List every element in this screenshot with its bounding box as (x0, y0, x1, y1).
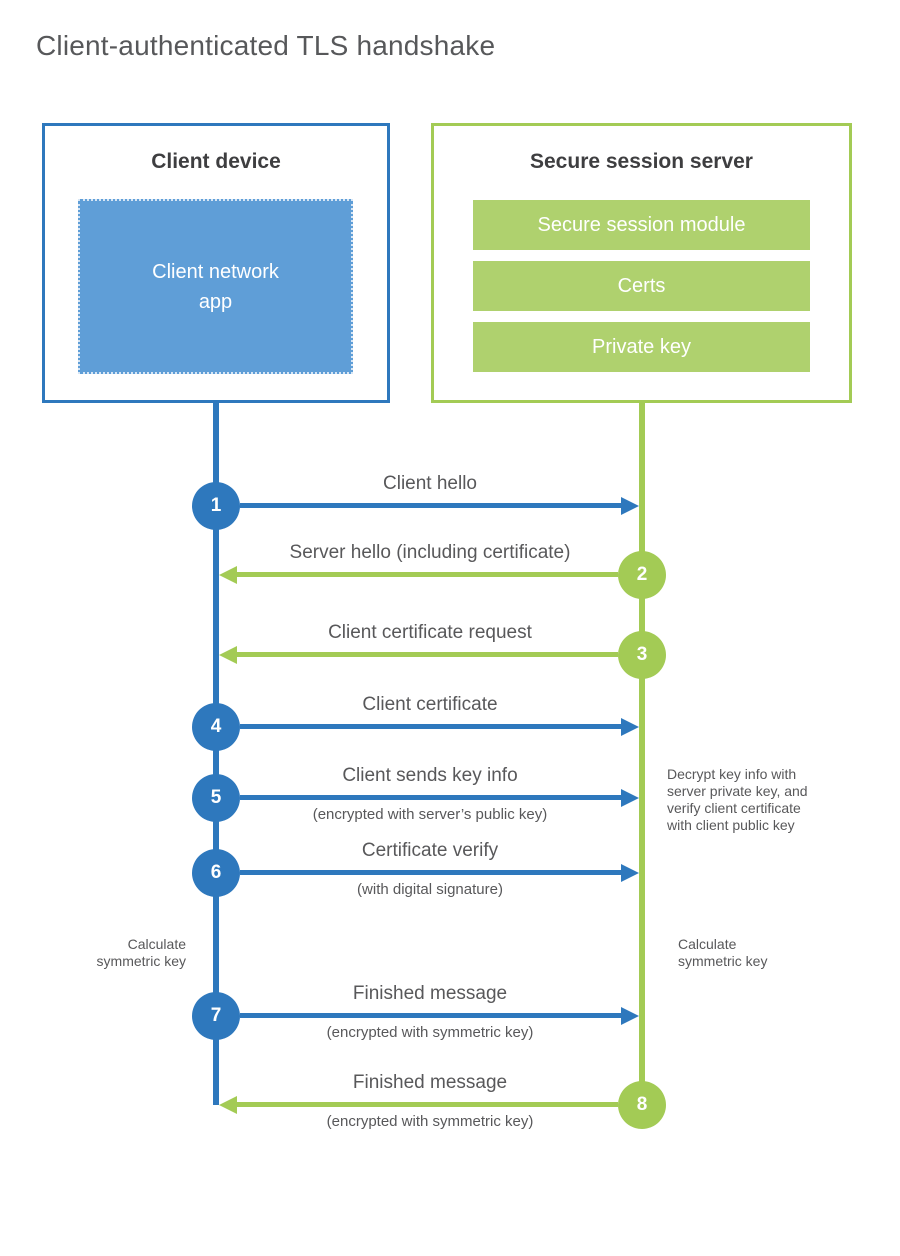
message-6-arrow (240, 870, 622, 875)
arrow-right-icon (621, 1007, 639, 1025)
message-5-subtext: (encrypted with server’s public key) (312, 806, 548, 823)
message-2-arrow (237, 572, 618, 577)
arrow-right-icon (621, 497, 639, 515)
step-2-badge: 2 (618, 551, 666, 599)
arrow-right-icon (621, 718, 639, 736)
message-5-label: Client sends key info (342, 765, 518, 786)
secure-session-server-box: Secure session server Secure session mod… (431, 123, 852, 403)
client-device-box: Client device Client network app (42, 123, 390, 403)
message-6-subtext: (with digital signature) (357, 881, 503, 898)
message-8-label: Finished message (352, 1072, 508, 1093)
arrow-left-icon (219, 566, 237, 584)
arrow-right-icon (621, 789, 639, 807)
step-3-badge: 3 (618, 631, 666, 679)
step-7-badge: 7 (192, 992, 240, 1040)
server-lifeline (639, 403, 645, 1105)
client-lifeline (213, 403, 219, 1105)
message-7-arrow (240, 1013, 622, 1018)
step-8-badge: 8 (618, 1081, 666, 1129)
message-7-label: Finished message (352, 983, 508, 1004)
client-network-app-module: Client network app (78, 199, 353, 374)
client-device-title: Client device (151, 150, 281, 173)
arrow-left-icon (219, 646, 237, 664)
arrow-left-icon (219, 1096, 237, 1114)
step-1-badge: 1 (192, 482, 240, 530)
arrow-right-icon (621, 864, 639, 882)
message-1-label: Client hello (383, 473, 477, 494)
step-6-badge: 6 (192, 849, 240, 897)
message-4-label: Client certificate (362, 694, 498, 715)
step-5-badge: 5 (192, 774, 240, 822)
server-title: Secure session server (530, 150, 753, 173)
message-4-arrow (240, 724, 622, 729)
message-1-arrow (240, 503, 622, 508)
calculate-symmetric-key-client: Calculate symmetric key (96, 936, 186, 969)
message-8-arrow (237, 1102, 618, 1107)
page-title: Client-authenticated TLS handshake (36, 30, 496, 61)
message-3-arrow (237, 652, 618, 657)
message-5-arrow (240, 795, 622, 800)
step-4-badge: 4 (192, 703, 240, 751)
message-6-label: Certificate verify (361, 840, 499, 861)
calculate-symmetric-key-server: Calculate symmetric key (678, 936, 768, 969)
message-7-subtext: (encrypted with symmetric key) (326, 1024, 534, 1041)
server-module-certs: Certs (473, 261, 810, 311)
message-2-label: Server hello (including certificate) (289, 542, 571, 563)
message-8-subtext: (encrypted with symmetric key) (326, 1113, 534, 1130)
server-module-secure-session: Secure session module (473, 200, 810, 250)
decrypt-key-note: Decrypt key info with server private key… (667, 766, 808, 833)
server-module-private-key: Private key (473, 322, 810, 372)
server-modules: Secure session module Certs Private key (473, 200, 810, 383)
message-3-label: Client certificate request (328, 622, 532, 643)
